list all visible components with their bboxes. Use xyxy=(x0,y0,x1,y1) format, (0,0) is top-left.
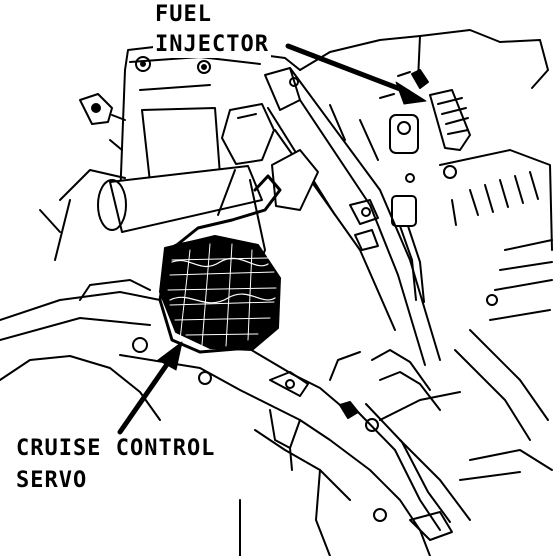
cruise-control-servo-label-line-2: SERVO xyxy=(14,468,90,494)
servo-cylinder xyxy=(39,103,319,291)
control-cable xyxy=(329,349,553,541)
servo-arrow xyxy=(117,357,173,435)
cruise-control-servo-label-line-1: CRUISE CONTROL xyxy=(14,436,218,462)
cruise-control-servo xyxy=(159,235,281,351)
lower-frame xyxy=(0,279,431,556)
intake-manifold xyxy=(439,149,553,441)
callout-arrows xyxy=(117,43,427,435)
throttle-linkage xyxy=(264,67,457,366)
fuel-injector-arrow xyxy=(285,43,411,95)
fuel-injector-label-line-2: INJECTOR xyxy=(153,32,271,58)
fuel-injector-label-line-1: FUEL xyxy=(153,2,214,28)
fuel-injector xyxy=(379,69,471,154)
